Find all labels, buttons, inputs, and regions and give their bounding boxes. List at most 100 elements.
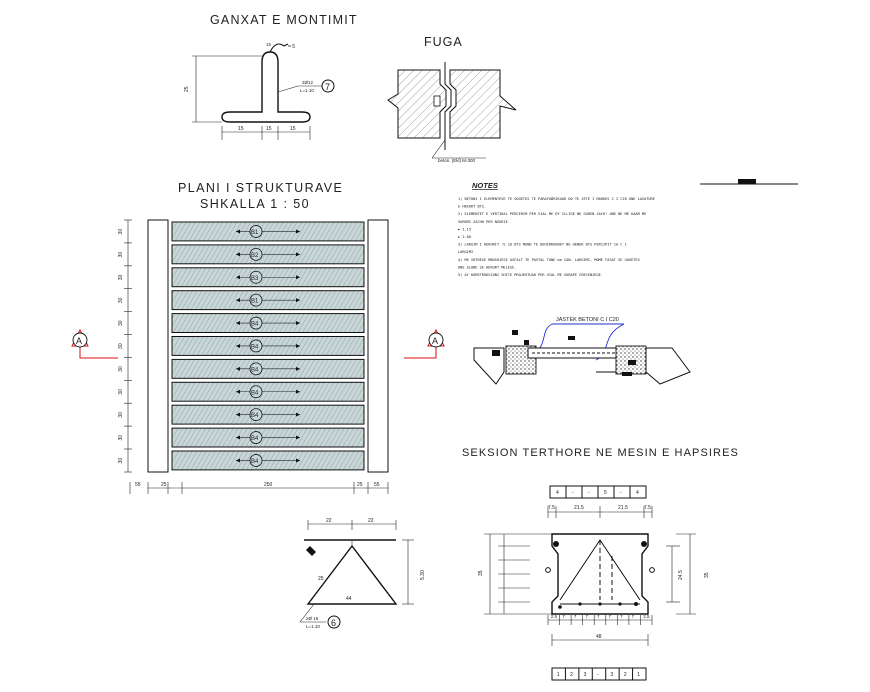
triangle-shape — [306, 544, 398, 605]
row-cell: - — [620, 490, 622, 496]
notes-block: NOTES 1) BETONI I ELEMENTEVE TE GOGETES … — [458, 179, 798, 277]
deck-right-support — [645, 347, 691, 385]
triangle-spec1: 2Ø 16 — [306, 616, 319, 621]
triangle-callout-circle — [327, 615, 341, 629]
slab-label: B4 — [251, 459, 259, 465]
note-line: ONE GLOBE SE HEKURT MELESE. — [458, 265, 516, 269]
cross-height-right: 35 — [704, 572, 710, 578]
hook-dim-w2: 15 — [266, 126, 272, 132]
hook-spec1: 2Ø12 — [302, 80, 314, 85]
row-cell: 2 — [624, 672, 627, 678]
section-marker-left-label: A — [76, 336, 82, 346]
top-dim-label: 21.5 — [574, 505, 584, 511]
top-dim-label: 7.5 — [644, 505, 651, 511]
deck-section: JASTEK BETONI C I C20 — [473, 317, 691, 385]
hook-outline — [221, 51, 311, 123]
note-line: E HEKURT BTS. — [458, 205, 486, 209]
slab-label: B4 — [251, 436, 259, 442]
top-dim-label: 21.5 — [618, 505, 628, 511]
slab-label: B1 — [251, 230, 259, 236]
deck-left-support — [473, 347, 505, 385]
bottom-dim-label: 25 — [357, 482, 363, 488]
title-plani-line1: PLANI I STRUKTURAVE — [178, 181, 343, 195]
bottom-dim-label: 7 — [585, 614, 588, 619]
hook-height-dim: 25 — [184, 86, 190, 92]
plan-view: PLANI I STRUKTURAVE SHKALLA 1 : 50 B1B2B… — [71, 181, 445, 494]
row-cell: 3 — [584, 672, 587, 678]
triangle-callout-number: 6 — [331, 618, 336, 628]
slab-label: B4 — [251, 367, 259, 373]
note-line: LARGIMI — [458, 250, 473, 254]
hook-bend-label: = 5 — [288, 44, 295, 50]
slab-label: B4 — [251, 344, 259, 350]
left-dim-label: 30 — [118, 435, 124, 441]
bottom-dim-label: 25 — [161, 482, 167, 488]
cross-inner-height: 24.5 — [678, 570, 684, 580]
row-cell: - — [572, 490, 574, 496]
left-dim-label: 30 — [118, 366, 124, 372]
section-marker-right: A — [404, 328, 445, 359]
triangle-spec2: L=1.10 — [306, 624, 320, 629]
notes-legend-swatch — [738, 179, 756, 184]
fuga-note: beton. (Ekl) M-300 — [438, 158, 476, 163]
cross-section-outline — [551, 533, 649, 615]
fuga-joint — [444, 62, 452, 150]
row-cell: 5 — [604, 490, 607, 496]
slab-label: B2 — [251, 253, 259, 259]
row-cell: - — [588, 490, 590, 496]
bottom-dim-label: 55 — [135, 482, 141, 488]
left-dim-label: 30 — [118, 252, 124, 258]
row-cell: - — [597, 672, 599, 678]
left-dim-label: 30 — [118, 297, 124, 303]
left-dim-label: 30 — [118, 274, 124, 280]
note-line: 2) ELEMENTET E VERTIKAL PERCERIM PER VIA… — [458, 212, 646, 216]
fuga-right-block — [449, 69, 517, 139]
plan-right-abutment — [367, 219, 389, 473]
row-cell: 2 — [570, 672, 573, 678]
note-line: 1) BETONI I ELEMENTEVE TE GOGETES TE PAR… — [458, 197, 655, 201]
bottom-dim-label: 7 — [632, 614, 635, 619]
bottom-dim-label: 2.5 — [643, 614, 650, 619]
note-line: 4) ME SHTRESE MBUSHJESE ASFALT TE PASTAL… — [458, 258, 640, 262]
hook-tip — [269, 43, 289, 53]
bottom-dim-label: 7 — [597, 614, 600, 619]
title-ganxat: GANXAT E MONTIMIT — [210, 13, 358, 27]
triangle-top-dim-2: 22 — [368, 518, 374, 524]
triangle-side-dim: 25 — [318, 576, 324, 582]
bottom-dim-label: 55 — [374, 482, 380, 488]
slab-label: B1 — [251, 299, 259, 305]
hook-callout-circle — [321, 79, 335, 93]
note-line: ► 1.15 — [458, 227, 471, 231]
row-cell: 1 — [557, 672, 560, 678]
note-line: 3) LARGIM I HEKURIT 'E 10 BTS MUND TE DE… — [458, 243, 627, 247]
triangle-top-dim-1: 22 — [326, 518, 332, 524]
left-dim-label: 30 — [118, 458, 124, 464]
hook-detail: GANXAT E MONTIMIT = 5 15 25 15 15 15 2Ø1… — [184, 13, 358, 140]
left-dim-label: 30 — [118, 389, 124, 395]
bottom-dim-label: 7 — [574, 614, 577, 619]
jaster-label: JASTEK BETONI C I C20 — [556, 317, 619, 323]
cross-total-width: 48 — [596, 634, 602, 640]
top-dim-label: 7.5 — [548, 505, 555, 511]
notes-title: NOTES — [472, 181, 498, 190]
slab-label: B4 — [251, 322, 259, 328]
hook-spec2: L=1.10 — [300, 88, 314, 93]
left-dim-label: 30 — [118, 229, 124, 235]
bottom-dim-label: 7 — [562, 614, 565, 619]
section-marker-left: A — [71, 328, 118, 359]
slab-label: B4 — [251, 413, 259, 419]
hook-top-dim: 15 — [266, 42, 272, 47]
note-line: 5) AY KOMSTRUKSIONI SHITE PROJEKTUAR PER… — [458, 273, 603, 277]
row-cell: 3 — [610, 672, 613, 678]
bottom-dim-label: 7 — [609, 614, 612, 619]
plan-left-abutment — [147, 219, 169, 473]
triangle-detail: 22 22 25 44 5.30 2Ø 16 L=1.10 6 — [299, 518, 426, 629]
left-dim-label: 30 — [118, 343, 124, 349]
hook-dim-w3: 15 — [290, 126, 296, 132]
fuga-left-block — [387, 69, 447, 139]
cross-height-left: 35 — [478, 570, 484, 576]
row-cell: 4 — [636, 490, 639, 496]
bottom-dim-label: 7 — [620, 614, 623, 619]
